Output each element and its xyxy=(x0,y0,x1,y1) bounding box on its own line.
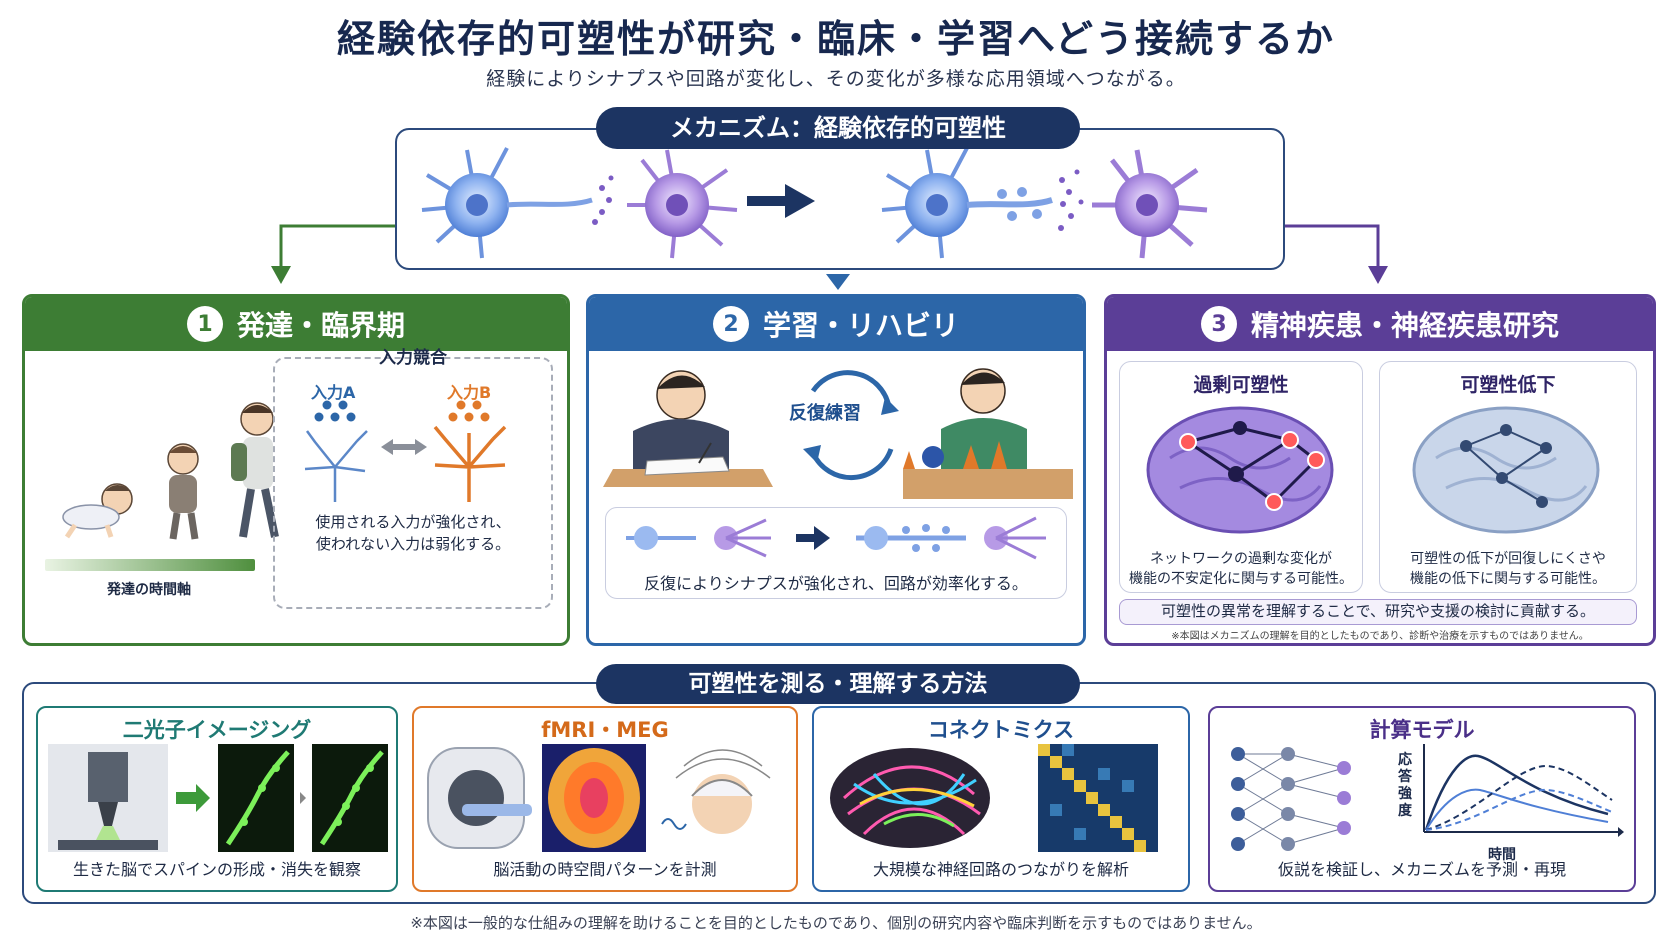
methods-label: 可塑性を測る・理解する方法 xyxy=(596,664,1080,704)
footnote: ※本図は一般的な仕組みの理解を助けることを目的としたものであり、個別の研究内容や… xyxy=(410,914,1262,932)
method-title-computational-model: 計算モデル xyxy=(1369,718,1475,742)
input-b-label: 入力B xyxy=(447,383,492,402)
learning-caption: 反復によりシナプスが強化され、回路が効率化する。 xyxy=(644,574,1028,593)
brain-hyperplasticity-icon xyxy=(1146,406,1334,534)
connectomics-illustration xyxy=(830,744,1158,852)
panel-learning-header: 2 学習・リハビリ xyxy=(589,297,1083,351)
input-competition-box xyxy=(273,357,553,609)
hyperplasticity-caption-line2: 機能の不安定化に関与する可能性。 xyxy=(1129,571,1353,587)
panel-disorders-header: 3 精神疾患・神経疾患研究 xyxy=(1107,297,1653,351)
method-title-fmri-meg: fMRI・MEG xyxy=(541,718,669,742)
hyperplasticity-box: 過剰可塑性 ネットワークの過剰な変化が 機能の不安定化に関与する可能性。 xyxy=(1119,361,1363,593)
input-a-label: 入力A xyxy=(311,383,356,402)
page-subtitle: 経験によりシナプスや回路が変化し、その変化が多様な応用領域へつながる。 xyxy=(486,68,1186,90)
hypoplasticity-box: 可塑性低下 可塑性の低下が回復しにくさや 機能の低下に関与する可能性。 xyxy=(1379,361,1637,593)
fmri-meg-illustration xyxy=(427,744,771,852)
hyperplasticity-title: 過剰可塑性 xyxy=(1193,374,1289,396)
panel-number-3: 3 xyxy=(1200,306,1237,342)
hypoplasticity-caption-line2: 機能の低下に関与する可能性。 xyxy=(1410,571,1606,587)
mechanism-box xyxy=(395,128,1285,270)
response-curve-plot xyxy=(1423,744,1624,837)
panel-development-header: 1 発達・臨界期 xyxy=(25,297,567,351)
disorders-note: ※本図はメカニズムの理解を目的としたものであり、診断や治療を示すものではありませ… xyxy=(1171,631,1589,642)
method-title-connectomics: コネクトミクス xyxy=(927,718,1075,742)
synapse-dots-after xyxy=(1058,169,1084,231)
two-photon-illustration xyxy=(48,744,388,852)
neuron-before-post xyxy=(627,149,738,259)
method-card-fmri-meg: fMRI・MEG 脳活動の時空間パターンを計測 xyxy=(412,706,798,892)
cycle-label: 反復練習 xyxy=(789,403,861,424)
panel-disorders-title: 精神疾患・神経疾患研究 xyxy=(1250,309,1559,342)
synapse-strengthen-box: 反復によりシナプスが強化され、回路が効率化する。 xyxy=(605,507,1067,599)
child-growth-illustration xyxy=(45,402,279,571)
panel-development: 1 発達・臨界期 発達の時間軸 入力競合 入力A 入力B xyxy=(22,294,570,646)
connector-arrows xyxy=(271,224,1388,290)
panel-number-1: 1 xyxy=(186,306,223,342)
competition-caption-line1: 使用される入力が強化され、 xyxy=(315,513,511,531)
hyperplasticity-caption-line1: ネットワークの過剰な変化が xyxy=(1150,551,1332,567)
page-title: 経験依存的可塑性が研究・臨床・学習へどう接続するか xyxy=(336,17,1336,61)
method-caption-fmri-meg: 脳活動の時空間パターンを計測 xyxy=(493,860,717,879)
method-card-two-photon: 二光子イメージング 生きた脳でスパインの形成・消失を観察 xyxy=(36,706,398,892)
neuron-before-pre xyxy=(421,147,593,259)
brain-hypoplasticity-icon xyxy=(1412,406,1600,534)
method-caption-connectomics: 大規模な神経回路のつながりを解析 xyxy=(872,860,1129,879)
competition-caption-line2: 使われない入力は弱化する。 xyxy=(315,535,511,553)
input-competition-illustration xyxy=(304,400,507,502)
panel-development-title: 発達・臨界期 xyxy=(236,309,405,342)
disorders-summary: 可塑性の異常を理解することで、研究や支援の検討に貢献する。 xyxy=(1119,599,1637,625)
panel-number-2: 2 xyxy=(712,306,749,342)
panel-disorders: 3 精神疾患・神経疾患研究 過剰可塑性 ネットワークの過剰な変化が 機能の不安定… xyxy=(1104,294,1656,646)
timeline-label: 発達の時間軸 xyxy=(107,582,191,598)
transition-arrow xyxy=(747,184,815,218)
neural-network-icon xyxy=(1231,747,1351,851)
method-card-computational-model: 計算モデル 応答強度 時間 仮説を検証し、メカニズムを予測・再現 xyxy=(1208,706,1636,892)
neuron-after-post xyxy=(1092,149,1208,259)
model-y-axis-label: 応答強度 xyxy=(1398,752,1412,819)
method-card-connectomics: コネクトミクス 大規模な神経回路のつながりを解析 xyxy=(812,706,1190,892)
neuron-after-pre xyxy=(881,147,1053,259)
learning-illustration xyxy=(603,368,1073,499)
method-caption-two-photon: 生きた脳でスパインの形成・消失を観察 xyxy=(72,860,361,879)
synapse-strengthen-illustration xyxy=(626,516,1046,560)
hypoplasticity-caption-line1: 可塑性の低下が回復しにくさや xyxy=(1410,551,1606,567)
method-caption-computational-model: 仮説を検証し、メカニズムを予測・再現 xyxy=(1277,860,1566,879)
synapse-dots-before xyxy=(592,175,614,225)
input-competition-title: 入力競合 xyxy=(379,348,447,368)
panel-learning: 2 学習・リハビリ 反復練習 xyxy=(586,294,1086,646)
mechanism-label: メカニズム：経験依存的可塑性 xyxy=(596,107,1080,149)
model-x-axis-label: 時間 xyxy=(1488,847,1516,863)
panel-learning-title: 学習・リハビリ xyxy=(762,309,959,342)
neuron-mechanism-illustration xyxy=(421,147,1208,259)
method-title-two-photon: 二光子イメージング xyxy=(122,718,312,742)
hypoplasticity-title: 可塑性低下 xyxy=(1460,374,1556,396)
